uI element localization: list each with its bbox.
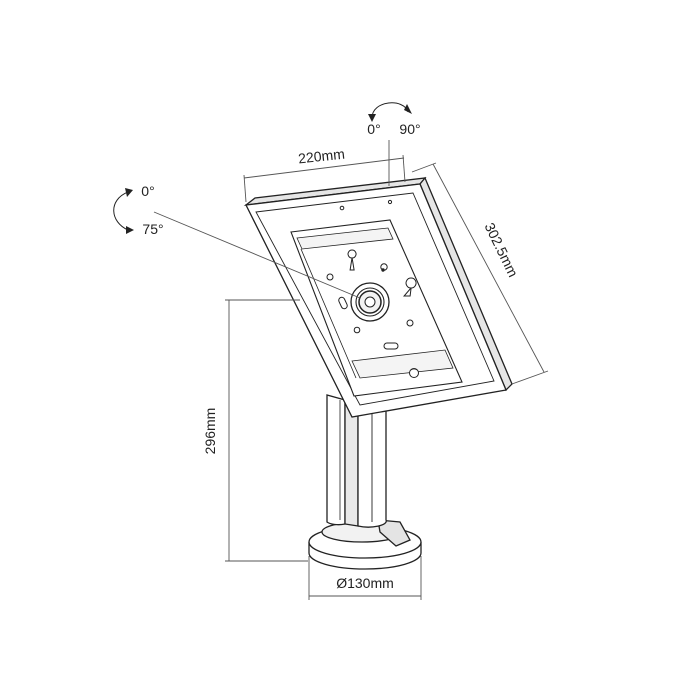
stand-pole (326, 394, 387, 528)
label-base-diameter: Ø130mm (336, 575, 394, 591)
label-pole-height: 296mm (202, 408, 218, 455)
mounting-holes (326, 199, 419, 378)
label-tilt-end: 75° (142, 221, 163, 237)
swivel-hub (350, 282, 390, 322)
label-tilt-start: 0° (141, 183, 154, 199)
label-panel-height: 302.5mm (482, 220, 522, 279)
label-rotate-start: 0° (367, 121, 380, 137)
tilt-arrow-icon (113, 188, 134, 234)
keyhole-right (403, 277, 417, 297)
rotation-arrow-icon (368, 102, 412, 122)
label-rotate-end: 90° (399, 121, 420, 137)
dimension-lines (153, 140, 549, 600)
keyhole-top (347, 249, 357, 271)
label-width: 220mm (297, 146, 345, 167)
